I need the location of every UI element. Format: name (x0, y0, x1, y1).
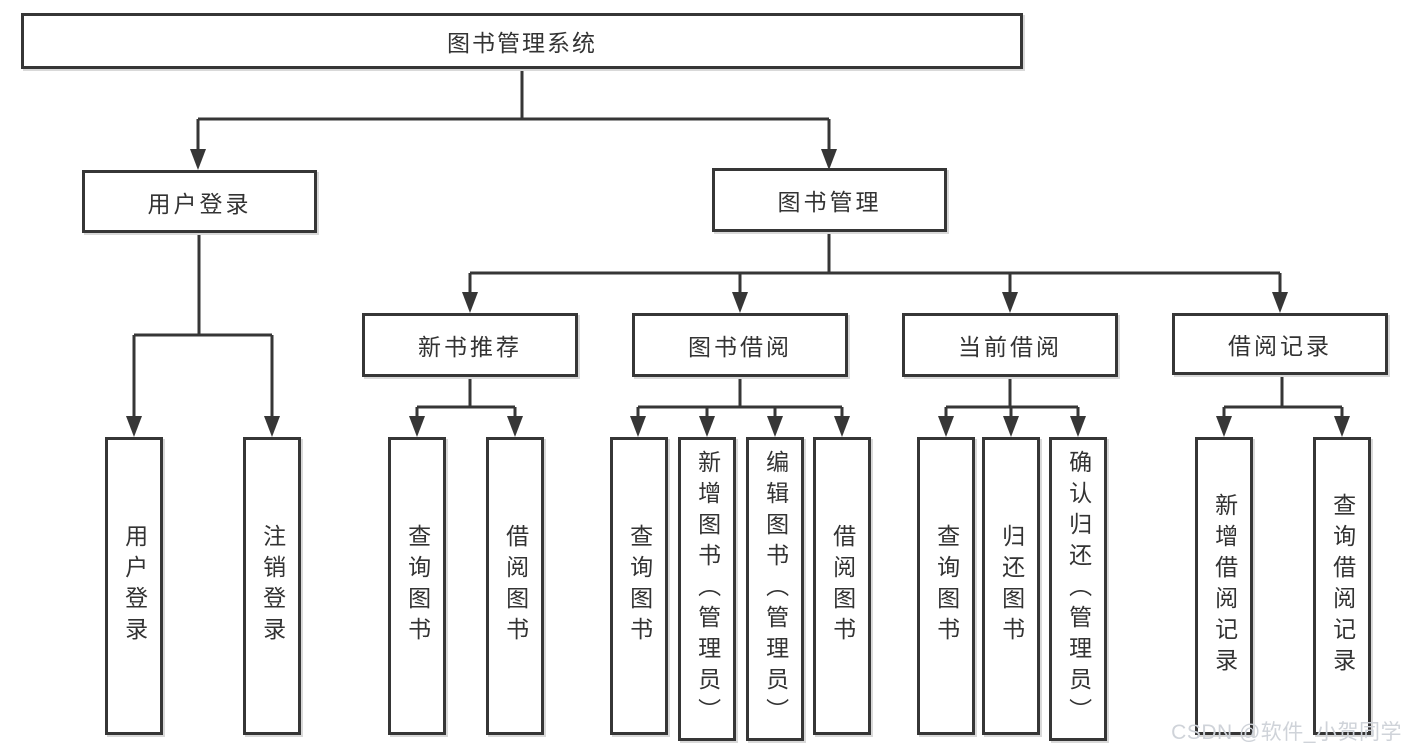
node-label: 用户登录 (121, 524, 148, 648)
node-query-books-recommend: 查询图书 (388, 437, 446, 735)
node-label: 借阅图书 (829, 524, 856, 648)
node-add-borrow-record: 新增借阅记录 (1195, 437, 1253, 735)
node-add-books-admin: 新增图书（管理员） (678, 437, 736, 741)
node-label: 新增图书（管理员） (694, 449, 721, 729)
node-return-books: 归还图书 (982, 437, 1040, 735)
node-root: 图书管理系统 (21, 13, 1023, 69)
node-label: 借阅记录 (1228, 333, 1332, 359)
node-label: 确认归还（管理员） (1065, 449, 1092, 729)
node-label: 查询图书 (626, 524, 653, 648)
node-label: 当前借阅 (958, 334, 1062, 360)
node-edit-books-admin: 编辑图书（管理员） (746, 437, 804, 741)
node-label: 新书推荐 (418, 334, 522, 360)
node-label: 图书借阅 (688, 334, 792, 360)
node-label: 查询借阅记录 (1329, 493, 1356, 679)
node-query-books-current: 查询图书 (917, 437, 975, 735)
node-borrow-records: 借阅记录 (1172, 313, 1388, 375)
node-label: 编辑图书（管理员） (762, 449, 789, 729)
node-label: 查询图书 (404, 524, 431, 648)
node-query-books-borrowing: 查询图书 (610, 437, 668, 735)
node-query-borrow-record: 查询借阅记录 (1313, 437, 1371, 735)
node-label: 查询图书 (933, 524, 960, 648)
node-borrow-books-recommend: 借阅图书 (486, 437, 544, 735)
node-label: 用户登录 (147, 190, 252, 217)
node-login-leaf: 用户登录 (105, 437, 163, 735)
arrowheads (126, 149, 1350, 437)
node-label: 借阅图书 (502, 524, 529, 648)
node-confirm-return-admin: 确认归还（管理员） (1049, 437, 1107, 741)
node-new-book-recommend: 新书推荐 (362, 313, 578, 377)
node-book-borrowing: 图书借阅 (632, 313, 848, 377)
node-label: 新增借阅记录 (1211, 493, 1238, 679)
node-current-borrowing: 当前借阅 (902, 313, 1118, 377)
node-book-management: 图书管理 (712, 168, 947, 232)
node-borrow-books-leaf: 借阅图书 (813, 437, 871, 735)
node-label: 归还图书 (998, 524, 1025, 648)
node-label: 图书管理系统 (447, 30, 597, 56)
node-label: 注销登录 (259, 524, 286, 648)
node-user-login: 用户登录 (82, 170, 317, 233)
node-logout-leaf: 注销登录 (243, 437, 301, 735)
node-label: 图书管理 (777, 189, 882, 215)
